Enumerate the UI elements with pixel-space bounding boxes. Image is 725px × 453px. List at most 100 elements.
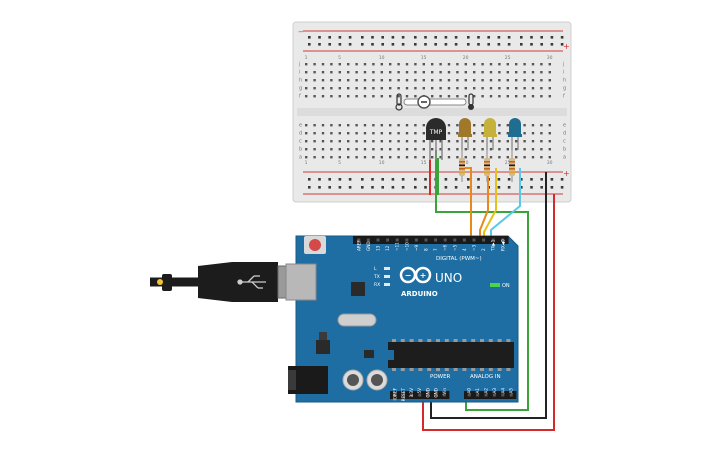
- led-3[interactable]: [508, 118, 522, 150]
- breadboard-hole: [506, 156, 509, 159]
- temperature-sensor[interactable]: TMP: [426, 118, 446, 160]
- breadboard-hole: [540, 79, 543, 82]
- header-pin[interactable]: [443, 238, 447, 242]
- breadboard-hole: [422, 140, 425, 143]
- header-pin[interactable]: [462, 238, 466, 242]
- header-pin[interactable]: [376, 238, 380, 242]
- rail-hole: [414, 178, 417, 181]
- rail-hole: [444, 186, 448, 189]
- breadboard-hole: [431, 63, 434, 66]
- arduino-brand: ARDUINO: [401, 290, 438, 298]
- reset-button[interactable]: [309, 239, 321, 251]
- rail-hole: [550, 43, 554, 46]
- header-pin[interactable]: [414, 238, 418, 242]
- header-pin[interactable]: [442, 393, 446, 397]
- header-pin[interactable]: [472, 238, 476, 242]
- header-pin[interactable]: [434, 238, 438, 242]
- breadboard-hole: [489, 156, 493, 159]
- header-pin[interactable]: [357, 238, 361, 242]
- header-pin[interactable]: [366, 238, 370, 242]
- breadboard-hole: [473, 140, 476, 143]
- slider-track[interactable]: [403, 98, 467, 106]
- breadboard-hole: [540, 140, 543, 143]
- breadboard-hole: [515, 148, 518, 151]
- rail-hole: [424, 36, 427, 39]
- rail-hole: [497, 43, 501, 46]
- row-letter: j: [562, 62, 564, 68]
- sensor-label: TMP: [429, 129, 443, 136]
- header-pin[interactable]: [434, 393, 438, 397]
- breadboard-hole: [347, 95, 350, 98]
- breadboard-hole: [431, 140, 434, 143]
- breadboard-hole: [372, 87, 375, 90]
- header-pin[interactable]: [410, 393, 413, 397]
- breadboard-hole: [523, 124, 526, 127]
- header-pin[interactable]: [467, 393, 471, 397]
- header-pin[interactable]: [393, 393, 397, 397]
- rail-hole: [434, 36, 437, 39]
- breadboard-hole: [389, 63, 392, 66]
- rail-hole: [560, 36, 564, 39]
- header-pin[interactable]: [482, 238, 486, 242]
- led-1[interactable]: [458, 118, 472, 150]
- on-label: ON: [502, 283, 510, 289]
- breadboard-hole: [456, 132, 459, 135]
- wire-orange-led2: [479, 168, 489, 240]
- row-letter: a: [563, 155, 566, 161]
- chip-pin: [400, 368, 405, 371]
- header-pin[interactable]: [492, 393, 496, 397]
- rail-hole: [550, 186, 554, 189]
- breadboard-hole: [372, 156, 375, 159]
- breadboard-hole: [305, 140, 308, 143]
- breadboard-hole: [355, 87, 358, 90]
- breadboard-hole: [305, 148, 308, 151]
- breadboard-hole: [355, 140, 358, 143]
- led-2[interactable]: [483, 118, 497, 150]
- rail-hole: [338, 186, 342, 189]
- breadboard-hole: [397, 148, 400, 151]
- top-rail-plus-label: +: [563, 42, 570, 51]
- breadboard-hole: [447, 71, 451, 74]
- header-pin[interactable]: [386, 238, 390, 242]
- header-pin[interactable]: [395, 238, 399, 242]
- breadboard-hole: [473, 63, 476, 66]
- pin-label: 12: [385, 245, 390, 251]
- breadboard-hole: [506, 71, 509, 74]
- breadboard-hole: [523, 63, 526, 66]
- pin-label: 2: [481, 248, 486, 251]
- breadboard-hole: [473, 132, 476, 135]
- header-pin[interactable]: [509, 393, 513, 397]
- header-pin[interactable]: [405, 238, 409, 242]
- header-pin[interactable]: [453, 238, 457, 242]
- header-pin[interactable]: [484, 393, 488, 397]
- temperature-slider[interactable]: [395, 93, 474, 111]
- header-pin[interactable]: [476, 393, 480, 397]
- rail-hole: [454, 36, 458, 39]
- header-pin[interactable]: [424, 238, 428, 242]
- breadboard-hole: [355, 124, 358, 127]
- breadboard-hole: [405, 148, 409, 151]
- column-number: 15: [421, 55, 427, 61]
- rail-hole: [467, 178, 470, 181]
- breadboard-hole: [313, 79, 316, 82]
- breadboard-hole: [338, 132, 341, 135]
- header-pin[interactable]: [491, 238, 495, 242]
- header-pin[interactable]: [501, 393, 505, 397]
- header-pin[interactable]: [418, 393, 422, 397]
- breadboard-hole: [548, 148, 551, 151]
- breadboard-hole: [540, 71, 543, 74]
- header-pin[interactable]: [401, 393, 405, 397]
- rail-hole: [520, 36, 523, 39]
- pin-label: AREF: [356, 240, 361, 251]
- breadboard-hole: [422, 156, 425, 159]
- header-pin[interactable]: [501, 238, 505, 242]
- usb-cable-end: [157, 279, 163, 285]
- header-pin[interactable]: [426, 393, 430, 397]
- rail-hole: [414, 36, 417, 39]
- svg-text:−: −: [405, 271, 412, 280]
- rail-hole: [507, 36, 511, 39]
- chip-pin: [427, 339, 432, 342]
- breadboard-hole: [363, 63, 367, 66]
